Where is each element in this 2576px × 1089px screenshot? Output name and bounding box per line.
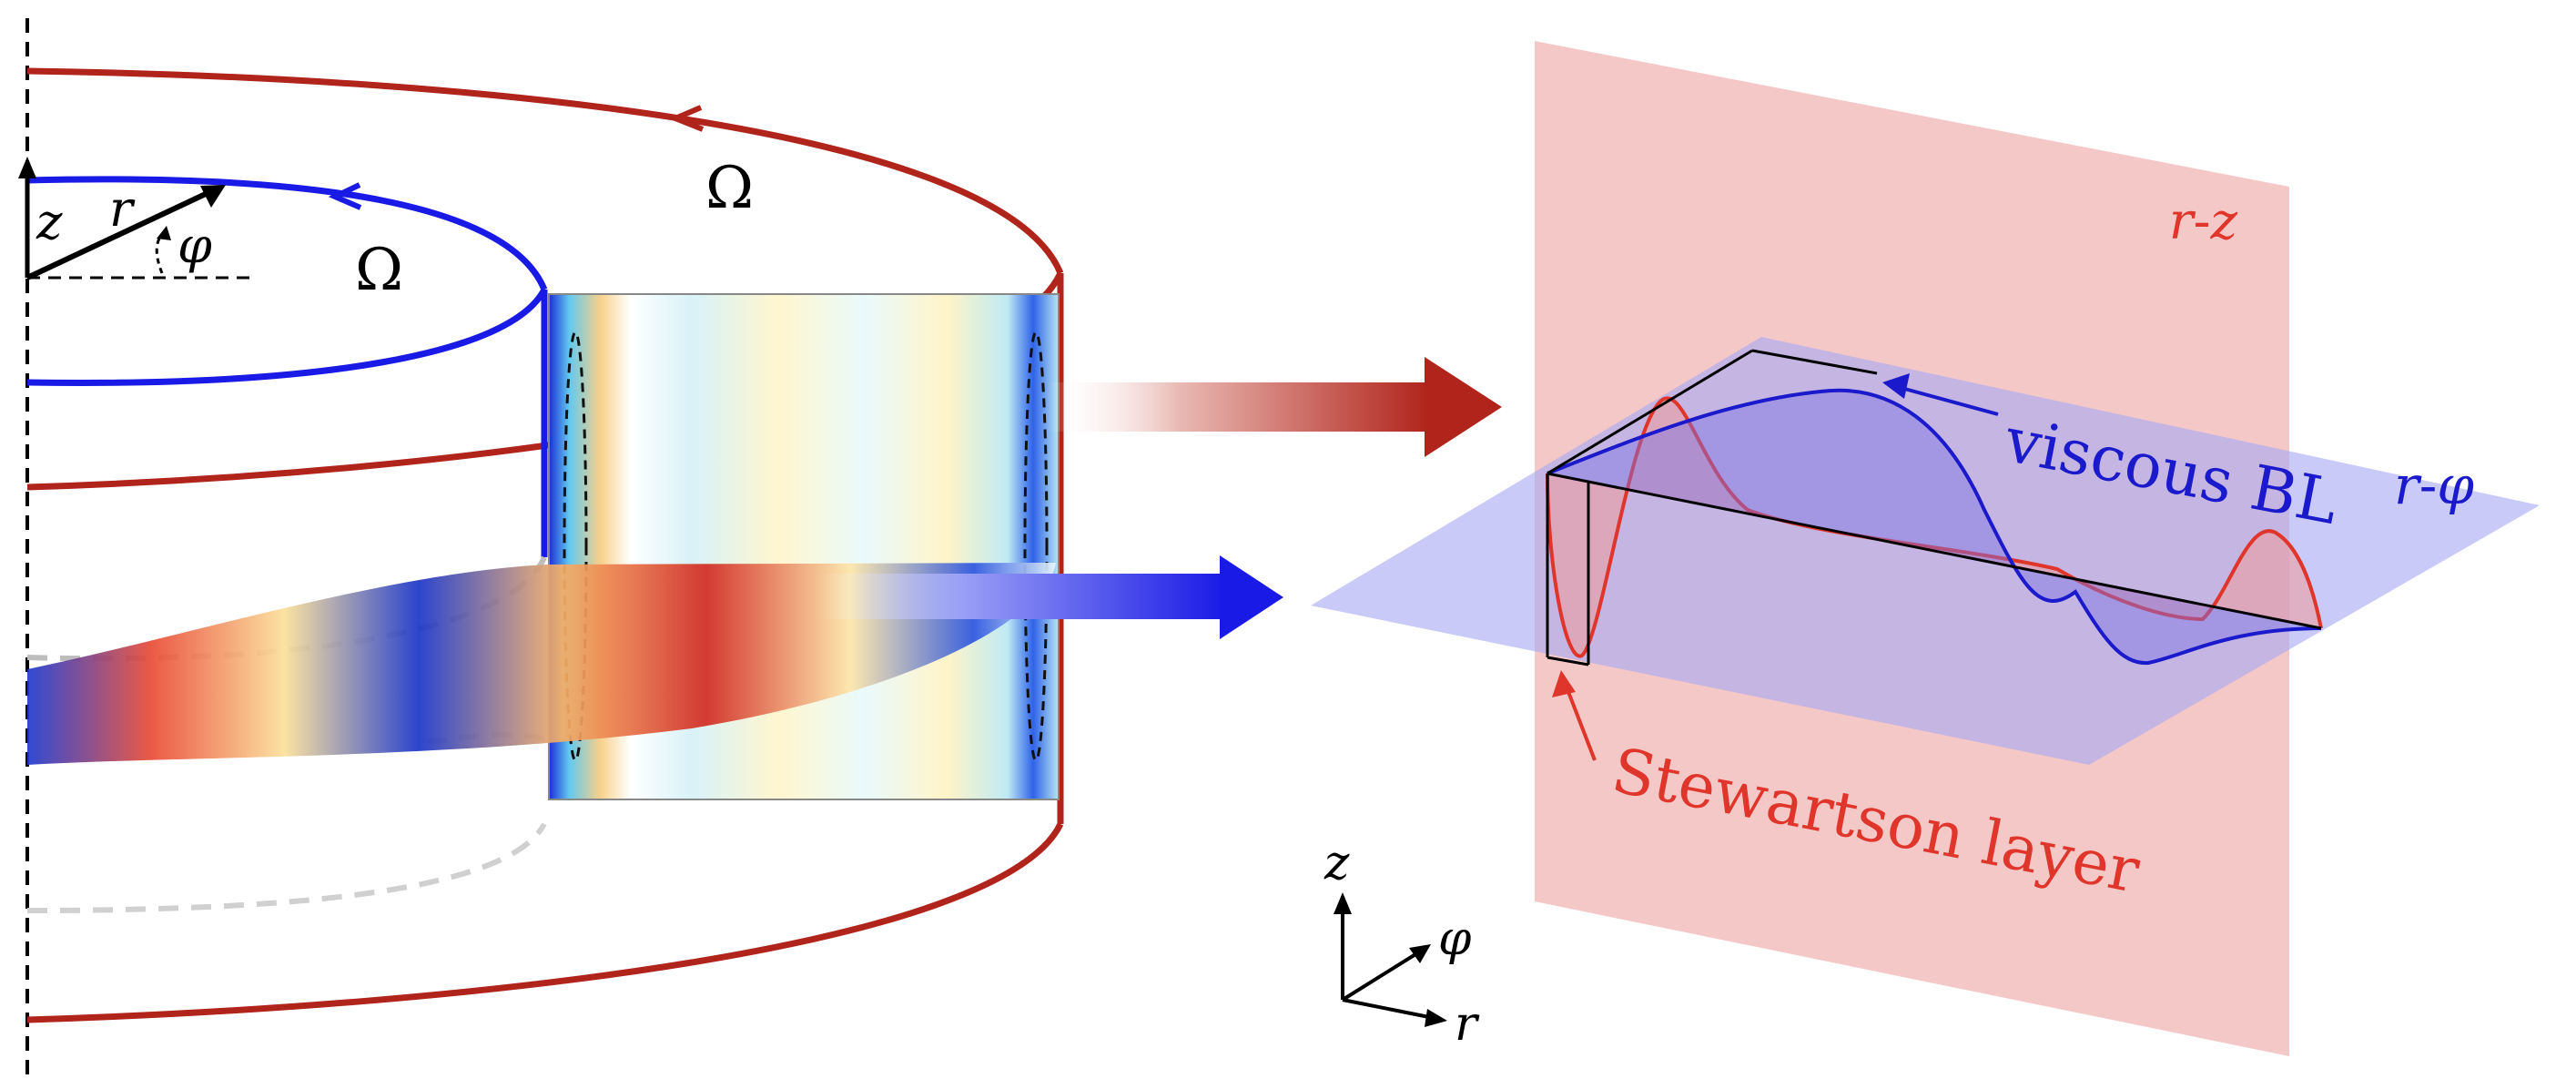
rphi-plane-label: r-φ <box>2394 454 2474 516</box>
triad-r-arrowhead <box>1425 1009 1447 1027</box>
rphi-plane-label-r: r <box>2394 454 2422 516</box>
axis-phi-label: φ <box>177 217 212 274</box>
rphi-plane <box>1311 337 2540 765</box>
arrow-to-rz-plane <box>1047 357 1502 457</box>
viscous-bl-profile <box>1547 388 2322 666</box>
axis-r-label: r <box>109 180 136 238</box>
triad-phi-label: φ <box>1438 911 1472 966</box>
rz-plane-label-sep: - <box>2194 192 2211 251</box>
outer-rotation-arrow <box>668 105 705 132</box>
rz-plane-label-r: r <box>2169 192 2196 251</box>
inner-cylinder <box>26 176 548 557</box>
cylinder-coordinate-axes <box>18 157 255 280</box>
inner-rotation-arrow <box>328 182 362 210</box>
triad-phi-arrowhead <box>1409 944 1431 963</box>
rphi-plane-label-sep: - <box>2419 454 2438 516</box>
equatorial-field-slice <box>27 563 1056 765</box>
corner-circulation-loops <box>563 331 1049 762</box>
triad-r-label: r <box>1455 997 1480 1052</box>
rz-plane-label: r-z <box>2169 192 2238 251</box>
triad-z-arrowhead <box>1334 892 1352 914</box>
arrow-to-rphi-plane <box>819 555 1283 639</box>
omega-inner-label: Ω <box>355 237 403 304</box>
profile-baseline <box>1546 349 2322 667</box>
axis-z-label: z <box>35 193 63 250</box>
omega-outer-label: Ω <box>705 155 754 222</box>
viscous-bl-pointer <box>1882 373 1999 416</box>
triad-z-label: z <box>1323 836 1350 891</box>
rphi-plane-label-phi: φ <box>2437 454 2474 516</box>
coordinate-triad <box>1341 906 1435 1020</box>
stewartson-pointer <box>1552 670 1597 761</box>
rz-plane-label-z: z <box>2209 192 2237 251</box>
